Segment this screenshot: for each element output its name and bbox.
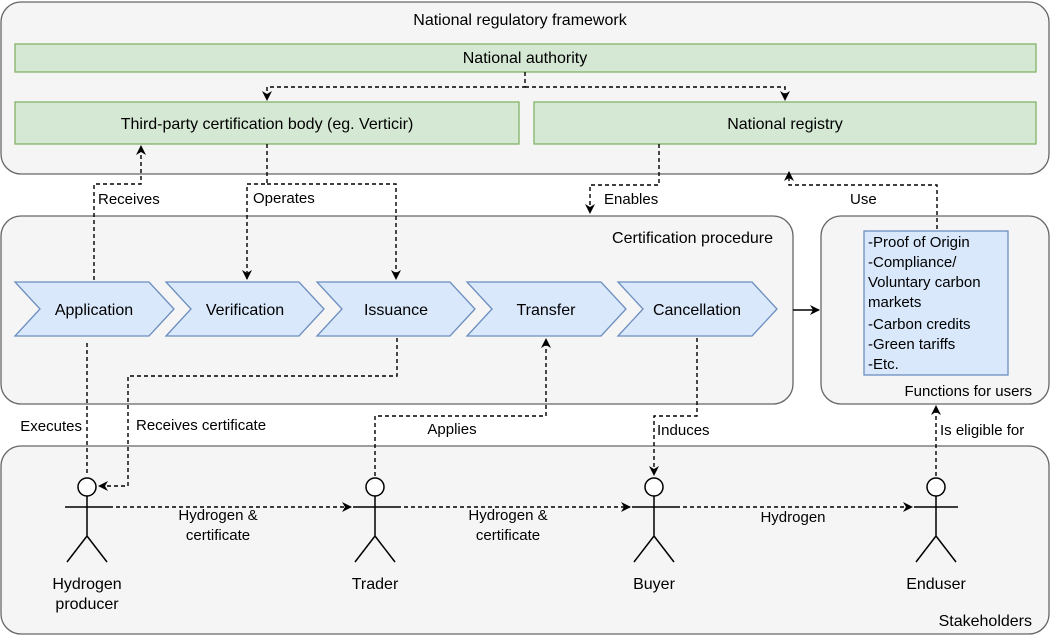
certification-body-label: Third-party certification body (eg. Vert… xyxy=(121,116,414,133)
induces-arrow xyxy=(649,338,698,476)
actor-head-icon xyxy=(644,477,664,497)
operates-to-issuance-arrow xyxy=(267,183,401,280)
certification-body-box xyxy=(14,101,520,145)
national-authority-box xyxy=(14,43,1037,73)
actor-hydrogen-producer xyxy=(65,477,109,563)
step-issuance-label: Issuance xyxy=(364,302,428,319)
authority-to-certbody-arrow xyxy=(262,72,526,101)
use-arrow xyxy=(784,171,938,229)
actor-trader xyxy=(353,477,397,563)
step-verification-label: Verification xyxy=(206,302,284,319)
applies-arrow xyxy=(374,338,551,476)
receives-label: Receives xyxy=(98,191,160,208)
function-item-5: -Carbon credits xyxy=(868,316,971,333)
national-framework-title: National regulatory framework xyxy=(413,12,627,29)
actor-enduser-label: Enduser xyxy=(906,576,966,593)
executes-label: Executes xyxy=(20,418,82,435)
step-cancellation-label: Cancellation xyxy=(653,302,741,319)
step-application xyxy=(13,281,175,337)
operates-to-verification-arrow xyxy=(242,144,268,280)
stakeholders-title: Stakeholders xyxy=(939,613,1032,630)
actor-buyer-label: Buyer xyxy=(633,576,675,593)
actor-head-icon xyxy=(365,477,385,497)
actor-enduser xyxy=(914,477,958,563)
step-application-label: Application xyxy=(55,302,133,319)
step-transfer-label: Transfer xyxy=(517,302,577,319)
functions-title: Functions for users xyxy=(904,383,1032,400)
applies-label: Applies xyxy=(427,421,476,438)
receives-certificate-label: Receives certificate xyxy=(136,417,266,434)
receives-arrow xyxy=(93,145,146,280)
stakeholders-container xyxy=(0,445,1050,635)
national-authority-label: National authority xyxy=(463,50,588,67)
function-item-3: Voluntary carbon xyxy=(868,274,981,291)
function-item-6: -Green tariffs xyxy=(868,336,955,353)
actor-body-icon xyxy=(632,496,676,563)
enables-label: Enables xyxy=(604,191,658,208)
certification-procedure-title: Certification procedure xyxy=(612,230,773,247)
operates-label: Operates xyxy=(253,190,315,207)
step-transfer xyxy=(465,281,627,337)
actor-buyer xyxy=(632,477,676,563)
actor-trader-label: Trader xyxy=(352,576,399,593)
functions-list-box xyxy=(863,230,1009,376)
actor-body-icon xyxy=(914,496,958,563)
function-item-4: markets xyxy=(868,294,921,311)
use-label: Use xyxy=(850,191,877,208)
actor-body-icon xyxy=(353,496,397,563)
is-eligible-for-label: Is eligible for xyxy=(940,422,1024,439)
national-registry-box xyxy=(533,101,1037,145)
induces-label: Induces xyxy=(657,422,710,439)
flow3-label: Hydrogen xyxy=(760,509,825,526)
flow1-label-1: Hydrogen & xyxy=(178,507,257,524)
step-issuance xyxy=(315,281,476,337)
step-verification xyxy=(164,281,325,337)
flow2-label-1: Hydrogen & xyxy=(468,507,547,524)
actor-head-icon xyxy=(926,477,946,497)
function-item-1: -Proof of Origin xyxy=(868,234,970,251)
national-registry-label: National registry xyxy=(727,116,843,133)
actor-hydrogen-producer-label-1: Hydrogen xyxy=(52,576,121,593)
actor-hydrogen-producer-label-2: producer xyxy=(55,596,119,613)
actor-head-icon xyxy=(77,477,97,497)
function-item-7: -Etc. xyxy=(868,356,899,373)
flow2-label-2: certificate xyxy=(476,527,540,544)
flow1-label-2: certificate xyxy=(186,527,250,544)
function-item-2: -Compliance/ xyxy=(868,254,957,271)
authority-to-registry-arrow xyxy=(525,86,790,101)
actor-body-icon xyxy=(65,496,109,563)
step-cancellation xyxy=(616,281,778,337)
